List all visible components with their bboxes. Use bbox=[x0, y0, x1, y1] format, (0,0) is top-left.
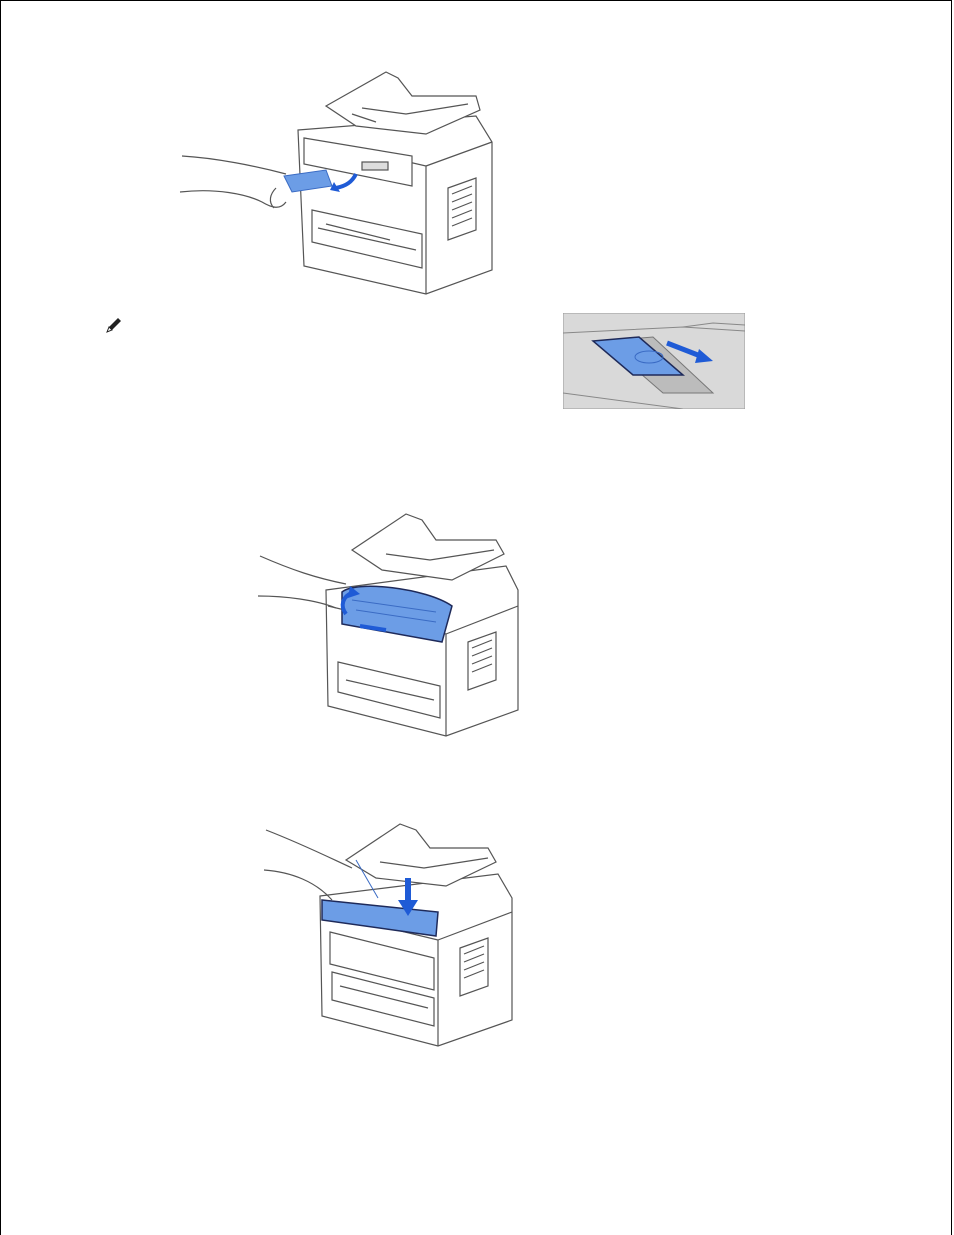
note-pencil-icon bbox=[104, 315, 124, 335]
figure-close-cover bbox=[262, 820, 518, 1048]
figure-pull-paper bbox=[176, 70, 496, 298]
figure-lift-cover bbox=[256, 510, 522, 738]
figure-paper-path-detail bbox=[563, 313, 745, 409]
